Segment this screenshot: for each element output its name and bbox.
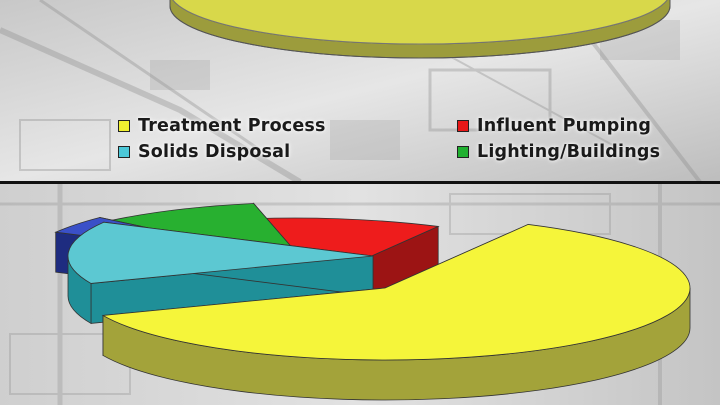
legend-item-solids-disposal: Solids Disposal: [118, 142, 290, 162]
legend-label: Treatment Process: [138, 116, 326, 136]
pie-slice-treatment-process: [101, 223, 691, 401]
legend-label: Influent Pumping: [477, 116, 652, 136]
legend-label: Solids Disposal: [138, 142, 291, 162]
legend-item-influent-pumping: Influent Pumping: [457, 116, 651, 136]
legend-item-lighting-buildings: Lighting/Buildings: [457, 142, 660, 162]
legend-item-treatment-process: Treatment Process: [118, 116, 326, 136]
main-pie-chart: [54, 202, 691, 401]
top-pie-slice: [169, 0, 671, 59]
top-pie-chart: [169, 0, 671, 59]
legend-swatch: [457, 120, 469, 132]
bottom-chart-panel: [0, 184, 720, 405]
panel-divider: [0, 181, 720, 184]
legend-swatch: [457, 146, 469, 158]
legend-swatch: [118, 120, 130, 132]
pie-slice-solids-disposal: [67, 221, 374, 325]
legend-swatch: [118, 146, 130, 158]
legend-label: Lighting/Buildings: [477, 142, 661, 162]
